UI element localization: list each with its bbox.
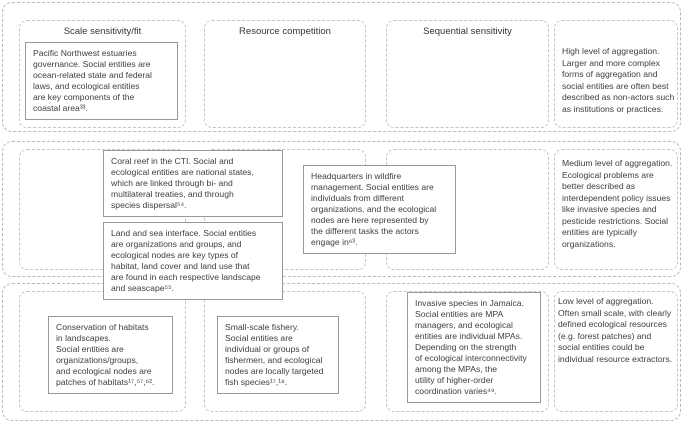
cell-scale-high	[19, 20, 186, 128]
column-header-resource-competition: Resource competition	[239, 26, 331, 37]
column-header-scale-sensitivity-fit: Scale sensitivity/fit	[63, 26, 142, 37]
example-box-pacific-northwest-estuaries: Pacific Northwest estuaries governance. …	[25, 42, 178, 120]
example-box-coral-reef-cti: Coral reef in the CTI. Social and ecolog…	[103, 150, 283, 217]
column-header-sequential-sensitivity: Sequential sensitivity	[423, 26, 512, 37]
row-group-medium-aggregation	[2, 141, 681, 277]
example-box-invasive-species-jamaica: Invasive species in Jamaica. Social enti…	[407, 292, 541, 403]
cell-note-low	[554, 291, 678, 412]
row-group-low-aggregation	[2, 283, 681, 421]
cell-note-high	[554, 20, 678, 128]
cell-scale-low	[19, 291, 186, 412]
note-high-aggregation: High level of aggregation. Larger and mo…	[562, 46, 675, 114]
row-group-high-aggregation	[2, 2, 681, 132]
note-low-aggregation: Low level of aggregation. Often small sc…	[558, 296, 673, 364]
cell-resource-high	[204, 20, 366, 128]
cell-sequential-low	[386, 291, 549, 412]
note-medium-aggregation: Medium level of aggregation. Ecological …	[562, 158, 673, 249]
cell-resource-low	[204, 291, 366, 412]
cell-note-medium	[554, 149, 678, 270]
cell-sequential-high	[386, 20, 549, 128]
example-box-land-and-sea-interface: Land and sea interface. Social entities …	[103, 222, 283, 300]
example-box-wildfire-headquarters: Headquarters in wildfire management. Soc…	[303, 165, 456, 254]
example-box-small-scale-fishery: Small-scale fishery. Social entities are…	[217, 316, 339, 394]
example-box-habitat-conservation: Conservation of habitats in landscapes. …	[48, 316, 173, 394]
